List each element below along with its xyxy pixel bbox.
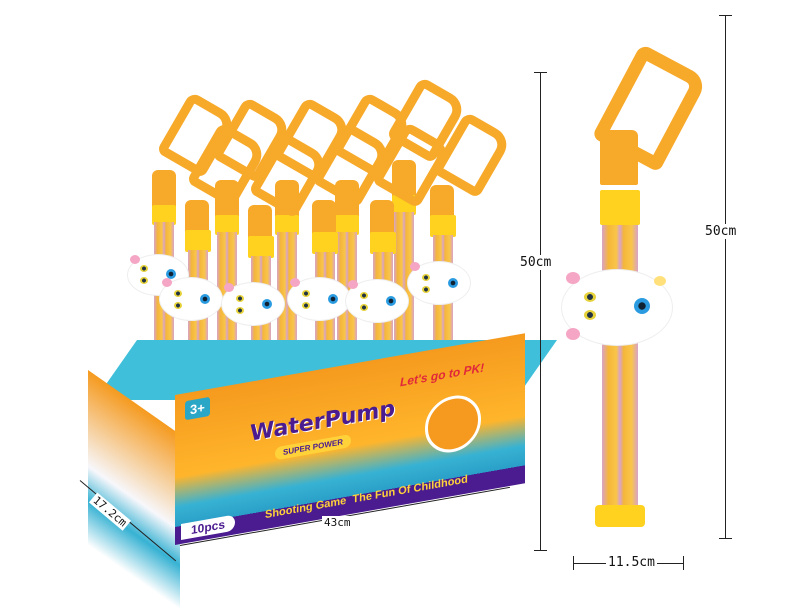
box-side-panel [88,370,180,609]
slogan: Let's go to PK! [400,360,485,390]
toy-height-label: 50cm [703,224,739,239]
box-length-label: 43cm [322,516,353,529]
product-closeup-circle [425,391,481,457]
bear-decoration [346,280,408,322]
bear-decoration [562,270,672,345]
pump-collar [600,190,640,225]
bear-decoration [408,262,470,304]
water-tube [394,212,414,352]
water-tube [277,232,297,372]
toy-width-label: 11.5cm [606,555,657,570]
bear-decoration [288,278,350,320]
nozzle-base [595,505,645,527]
age-badge: 3+ [185,396,210,421]
bear-decoration [222,283,284,325]
water-tube [602,225,638,515]
tagline: Shooting Game The Fun Of Childhood [265,473,468,522]
box-height-label: 50cm [518,255,554,270]
pump-neck [600,130,638,185]
bear-decoration [160,278,222,320]
